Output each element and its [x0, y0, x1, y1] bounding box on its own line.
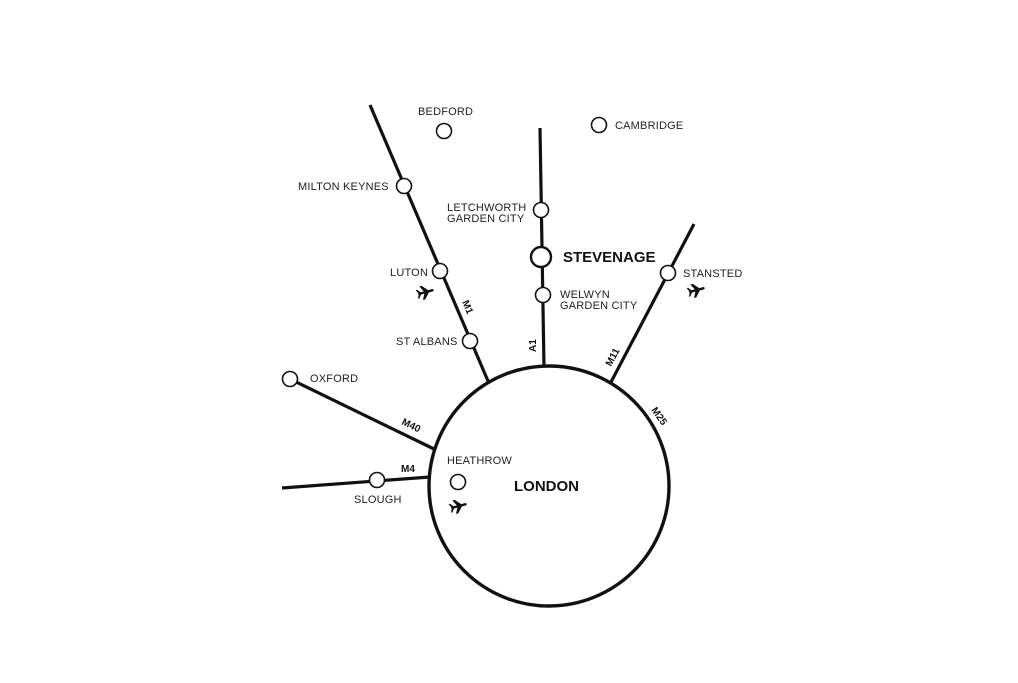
road-label-m1: M1: [459, 299, 475, 316]
milton-keynes-marker-icon: [395, 177, 413, 195]
label-slough: SLOUGH: [354, 494, 402, 506]
label-luton: LUTON: [390, 267, 428, 279]
oxford-marker-icon: [281, 370, 299, 388]
luton-marker-icon: [431, 262, 449, 280]
cambridge-marker-icon: [590, 116, 608, 134]
road-m40: [289, 377, 435, 451]
st-albans-marker-icon: [461, 332, 479, 350]
stansted-airplane-icon: [686, 281, 707, 300]
label-bedford: BEDFORD: [418, 106, 473, 118]
luton-airplane-icon: [415, 283, 436, 302]
road-label-a1: A1: [528, 339, 539, 352]
label-stansted: STANSTED: [683, 268, 742, 280]
label-welwyn-line2: GARDEN CITY: [560, 300, 638, 312]
m25-ring-road: [427, 364, 671, 608]
label-welwyn-line1: WELWYN: [560, 289, 610, 301]
label-milton-keynes: MILTON KEYNES: [298, 181, 389, 193]
road-label-m4: M4: [401, 464, 415, 475]
label-stevenage: STEVENAGE: [563, 249, 656, 266]
road-m4: [281, 475, 431, 490]
letchworth-marker-icon: [532, 201, 550, 219]
heathrow-marker-icon: [449, 473, 467, 491]
label-oxford: OXFORD: [310, 373, 358, 385]
label-st-albans: ST ALBANS: [396, 336, 458, 348]
bedford-marker-icon: [435, 122, 453, 140]
stevenage-marker-icon: [529, 245, 553, 269]
label-letchworth-line2: GARDEN CITY: [447, 213, 525, 225]
label-london: LONDON: [514, 478, 579, 495]
label-letchworth-line1: LETCHWORTH: [447, 202, 526, 214]
road-m11: [608, 223, 696, 385]
label-heathrow: HEATHROW: [447, 455, 512, 467]
welwyn-marker-icon: [534, 286, 552, 304]
stansted-marker-icon: [659, 264, 677, 282]
label-cambridge: CAMBRIDGE: [615, 120, 683, 132]
slough-marker-icon: [368, 471, 386, 489]
